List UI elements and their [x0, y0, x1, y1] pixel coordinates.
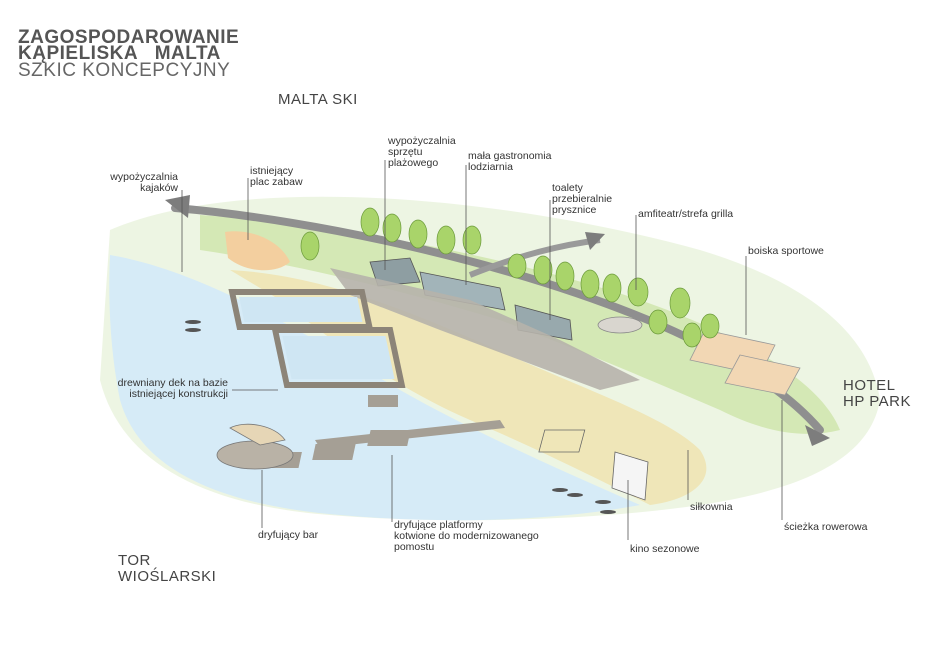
- upper-path-arrow: [585, 232, 605, 250]
- label-toilets-line-1: toalety: [552, 182, 583, 194]
- label-toilets-line-2: przebieralnie: [552, 193, 613, 206]
- pool-water: [239, 297, 395, 379]
- leader-lines: [181, 160, 783, 540]
- label-beach-line-3: plażowego: [388, 157, 439, 170]
- sports-field-2: [724, 354, 801, 396]
- label-toilets-line-3: prysznice: [552, 204, 597, 217]
- label-platforms-line-2: kotwione do modernizowanego: [394, 530, 539, 543]
- platform-2: [312, 444, 356, 460]
- label-beach-rental: wypożyczalnia sprzętu plażowego: [388, 135, 456, 170]
- floating-bar-base: [216, 440, 294, 470]
- label-cinema: kino sezonowe: [630, 543, 700, 555]
- label-wooden-deck: drewniany dek na bazie istniejącej konst…: [100, 377, 228, 401]
- platform-3: [367, 430, 411, 446]
- label-food: mała gastronomia lodziarnia: [468, 150, 552, 174]
- label-amphitheatre: amfiteatr/strefa grilla: [638, 208, 734, 220]
- building-rental: [369, 257, 421, 287]
- label-food-line-2: lodziarnia: [468, 161, 513, 174]
- place-malta-ski: MALTA SKI: [278, 91, 358, 108]
- label-kayak-line-2: kajaków: [140, 182, 178, 195]
- title-line-1: ZAGOSPODAROWANIE: [18, 27, 240, 48]
- subtitle: SZKIC KONCEPCYJNY: [18, 60, 231, 81]
- wooden-deck: [228, 289, 406, 388]
- label-food-line-1: mała gastronomia: [468, 150, 552, 162]
- label-bike-path: ścieżka rowerowa: [784, 521, 868, 533]
- cinema-screen: [611, 451, 649, 501]
- place-tor-line-1: TOR: [118, 552, 151, 569]
- label-deck-line-2: istniejącej konstrukcji: [129, 388, 228, 401]
- gym-area: [538, 429, 586, 453]
- label-beach-line-1: wypożyczalnia: [388, 135, 456, 147]
- central-plaza: [330, 268, 640, 390]
- place-tor-line-2: WIOŚLARSKI: [118, 568, 217, 585]
- label-floating-bar: dryfujący bar: [258, 529, 319, 541]
- amphitheatre: [597, 316, 643, 334]
- label-platforms-line-1: dryfujące platformy: [394, 519, 483, 531]
- label-beach-line-2: sprzętu: [388, 146, 423, 159]
- floating-bar-roof: [229, 423, 286, 446]
- label-playground-line-2: plac zabaw: [250, 176, 303, 189]
- label-playground: istniejący plac zabaw: [250, 165, 303, 189]
- place-hotel-line-2: HP PARK: [843, 393, 911, 410]
- upper-path: [468, 237, 601, 278]
- label-playground-line-1: istniejący: [250, 165, 294, 177]
- building-food: [419, 271, 506, 311]
- path-arrow-right: [805, 425, 830, 446]
- place-hotel-line-1: HOTEL: [843, 377, 896, 394]
- platform-4: [368, 395, 398, 407]
- playground-patch: [225, 231, 290, 271]
- label-floating-platforms: dryfujące platformy kotwione do moderniz…: [394, 519, 539, 554]
- label-sports-fields: boiska sportowe: [748, 245, 824, 257]
- label-platforms-line-3: pomostu: [394, 541, 435, 554]
- pier: [315, 420, 505, 448]
- label-kayak-line-1: wypożyczalnia: [110, 171, 178, 183]
- label-toilets: toalety przebieralnie prysznice: [552, 182, 613, 217]
- label-deck-line-1: drewniany dek na bazie: [117, 377, 228, 389]
- label-kayak-rental: wypożyczalnia kajaków: [98, 171, 178, 195]
- title-line-2: KĄPIELISKA MALTA: [18, 43, 221, 64]
- path-arrow-left: [165, 195, 190, 218]
- trees: [300, 207, 720, 348]
- label-gym: siłkownia: [690, 501, 733, 513]
- kayaks: [185, 320, 616, 514]
